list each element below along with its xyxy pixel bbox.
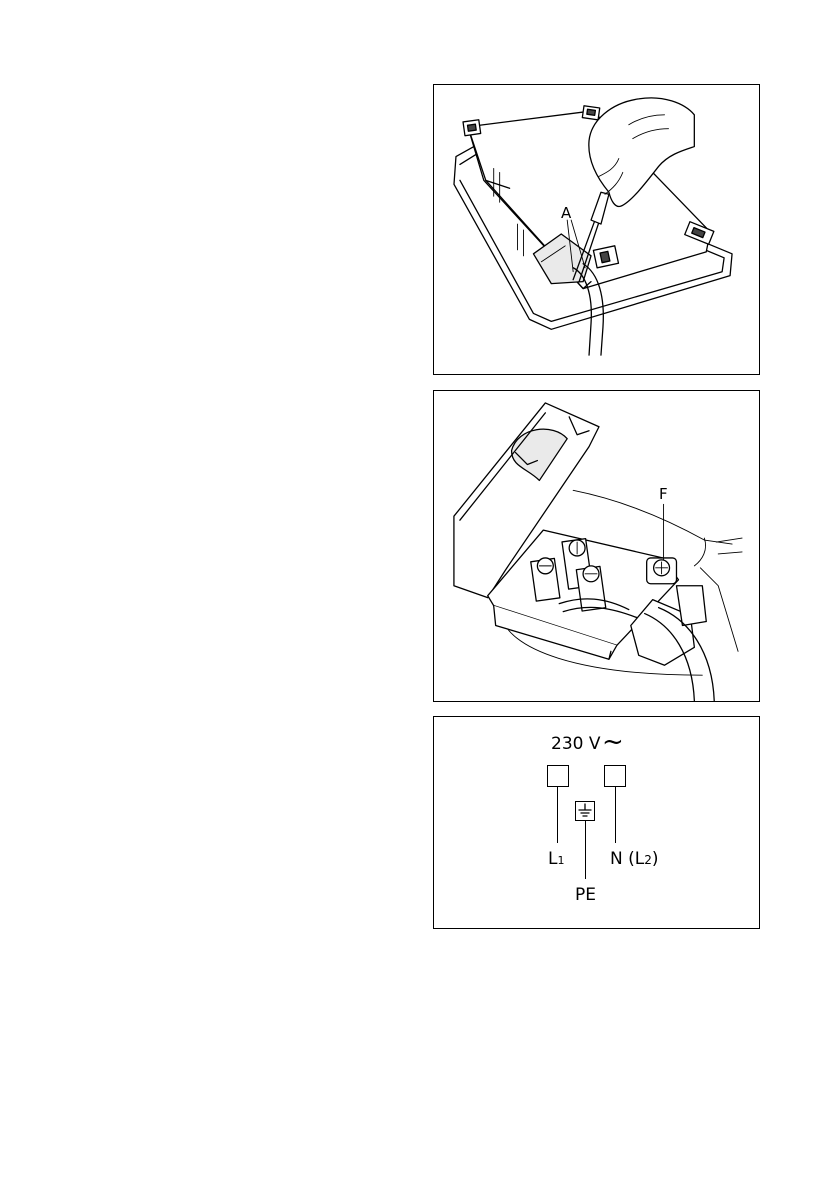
terminal-l1-label: L1 [548,851,564,868]
ac-symbol: ~ [602,729,624,755]
terminal-l1-line [557,787,558,843]
figure-terminal-box: F [433,390,760,702]
terminal-n-line [615,787,616,843]
terminal-box-illustration [434,391,759,701]
earth-icon [575,801,595,821]
label-f: F [659,487,668,502]
terminal-l1-box [547,765,569,787]
voltage-label: 230 V [551,736,600,753]
terminal-pe-line [585,821,586,879]
label-a: A [561,206,571,221]
figure-cable-clamp: A [433,84,760,375]
terminal-n-label: N (L2) [610,851,659,868]
terminal-pe-label: PE [575,887,596,904]
terminal-n-box [604,765,626,787]
hob-underside-illustration [434,85,759,374]
figure-wiring-diagram: 230 V ~ L1 N (L2) PE [433,716,760,929]
